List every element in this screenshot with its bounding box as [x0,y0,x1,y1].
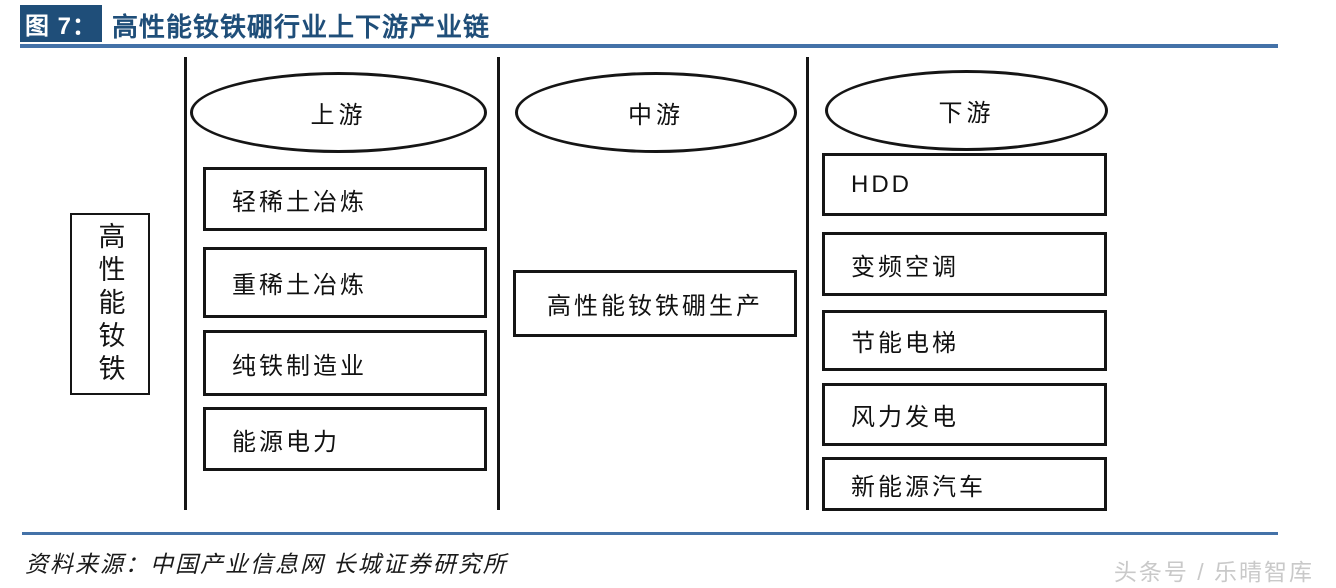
upstream-node: 纯铁制造业 [203,330,487,396]
column-separator-line [806,57,809,510]
title-divider-rule [20,44,1278,48]
downstream-node: 风力发电 [822,383,1107,446]
column-separator-line [497,57,500,510]
downstream-node: 新能源汽车 [822,457,1107,511]
upstream-header-label: 上游 [310,102,367,129]
upstream-node: 重稀土冶炼 [203,247,487,318]
downstream-header-label: 下游 [938,100,995,127]
upstream-header-ellipse: 上游 [190,72,487,153]
column-separator-line [184,57,187,510]
downstream-node: HDD [822,153,1107,216]
footer-divider-rule [22,532,1278,535]
upstream-node: 能源电力 [203,407,487,471]
side-vertical-label: 高性能钕铁 [94,221,125,387]
upstream-node: 轻稀土冶炼 [203,167,487,231]
downstream-node: 节能电梯 [822,310,1107,371]
downstream-node: 变频空调 [822,232,1107,296]
midstream-header-ellipse: 中游 [515,72,797,153]
watermark-text: 头条号 / 乐晴智库 [1113,559,1314,585]
midstream-node: 高性能钕铁硼生产 [513,270,797,337]
side-vertical-label-box: 高性能钕铁 [70,213,150,395]
midstream-header-label: 中游 [628,102,684,129]
figure-title: 高性能钕铁硼行业上下游产业链 [112,12,491,42]
figure-number-badge: 图 7： [20,5,102,42]
downstream-header-ellipse: 下游 [825,70,1108,151]
source-note: 资料来源：中国产业信息网 长城证券研究所 [25,552,508,577]
